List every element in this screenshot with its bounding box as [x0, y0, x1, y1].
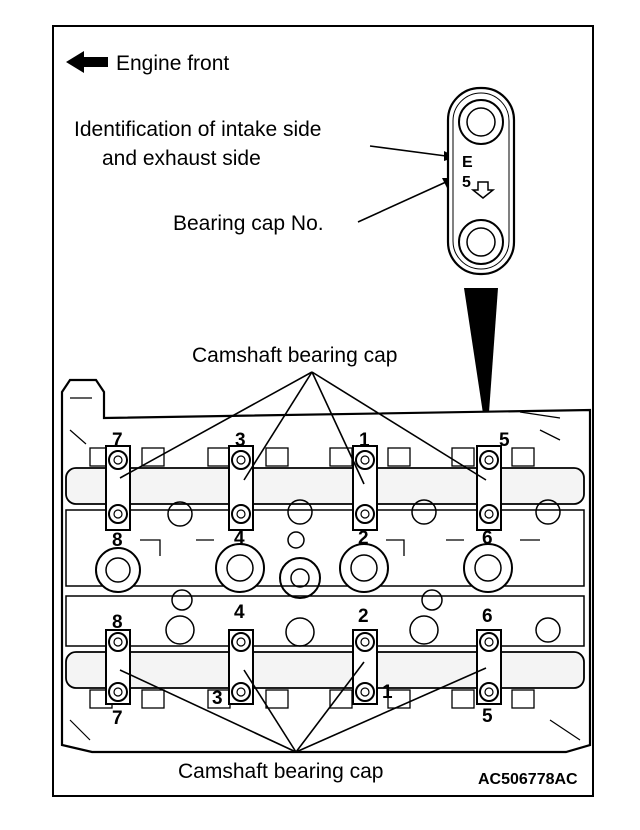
lower-top-cap-number: 8: [112, 612, 123, 633]
upper-cap-number: 1: [359, 430, 370, 451]
lower-bottom-cap-number: 3: [212, 688, 223, 709]
lower-bottom-cap-number: 1: [382, 682, 393, 703]
camshaft-bearing-cap-label-bottom: Camshaft bearing cap: [178, 760, 383, 783]
figure-code: AC506778AC: [478, 771, 578, 788]
lower-top-cap-number: 2: [358, 606, 369, 627]
lower-bottom-cap-number: 5: [482, 706, 493, 727]
middle-cap-number: 6: [482, 528, 493, 549]
middle-cap-number: 8: [112, 530, 123, 551]
lower-bottom-cap-number: 7: [112, 708, 123, 729]
identification-label-line2: and exhaust side: [102, 147, 261, 170]
detail-callout-wedge: [464, 288, 498, 440]
camshaft-bearing-cap-label-top: Camshaft bearing cap: [192, 344, 397, 367]
cap-bolt-centers: [113, 455, 494, 697]
upper-cap-number: 7: [112, 430, 123, 451]
cap-number-marking: 5: [462, 174, 471, 191]
engine-front-label: Engine front: [116, 52, 229, 75]
engine-front-arrow-icon: [66, 51, 108, 73]
bearing-cap-no-label: Bearing cap No.: [173, 212, 324, 235]
identification-label-line1: Identification of intake side: [74, 118, 322, 141]
cylinder-head: [60, 378, 592, 754]
figure-frame: [52, 25, 594, 797]
leader-lines-upper: [119, 371, 487, 485]
cap-bolts: [108, 450, 499, 702]
leader-lines-lower: [119, 661, 487, 753]
upper-cap-number: 3: [235, 430, 246, 451]
cap-side-letter: E: [462, 154, 473, 171]
lower-top-cap-number: 6: [482, 606, 493, 627]
leader-lines-detail: [357, 145, 447, 223]
upper-cap-number: 5: [499, 430, 510, 451]
middle-cap-number: 2: [358, 528, 369, 549]
cap-direction-arrow-icon: [470, 181, 496, 199]
bearing-cap-detail: E 5: [446, 86, 516, 276]
lower-top-cap-number: 4: [234, 602, 245, 623]
middle-cap-number: 4: [234, 528, 245, 549]
